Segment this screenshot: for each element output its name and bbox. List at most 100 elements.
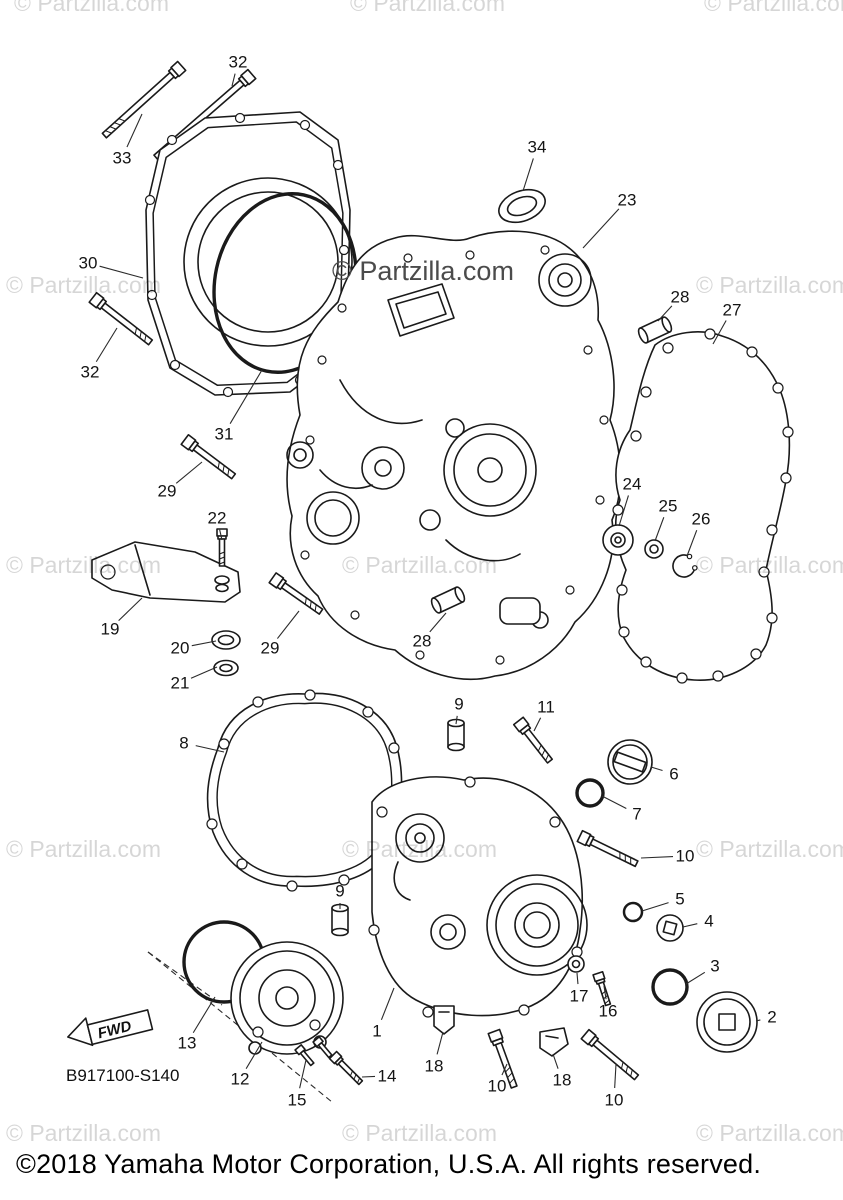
part-label: 9 xyxy=(454,695,463,714)
part-filler-cap-6 xyxy=(607,739,653,785)
part-label: 32 xyxy=(81,363,100,382)
part-label: 2 xyxy=(767,1008,776,1027)
fwd-arrow-icon: FWD xyxy=(67,1009,154,1047)
part-oring-5 xyxy=(622,901,644,923)
leader-line xyxy=(657,305,673,322)
leader-line xyxy=(361,1075,376,1078)
part-label: 25 xyxy=(659,497,678,516)
leader-line xyxy=(640,855,674,859)
part-label: 24 xyxy=(623,475,642,494)
part-round-cover-12 xyxy=(230,941,344,1055)
leader-line xyxy=(229,369,263,424)
leader-line xyxy=(522,158,534,192)
bolt-11 xyxy=(512,716,554,764)
part-oring-7 xyxy=(575,778,605,808)
part-bracket-19 xyxy=(91,541,241,603)
part-collar-28-bottom xyxy=(430,586,466,614)
bolt-10-right xyxy=(576,829,639,868)
leader-line xyxy=(576,972,579,985)
leader-line xyxy=(685,971,706,985)
leader-line xyxy=(429,612,447,633)
part-label: 22 xyxy=(208,509,227,528)
part-label: 5 xyxy=(675,890,684,909)
part-label: 31 xyxy=(215,425,234,444)
part-label: 29 xyxy=(158,482,177,501)
projection-line xyxy=(147,951,223,1006)
part-collar-28-top xyxy=(637,316,673,344)
part-oring-3 xyxy=(651,968,689,1006)
part-label: 26 xyxy=(692,510,711,529)
part-label: 21 xyxy=(171,674,190,693)
part-label: 11 xyxy=(537,698,555,717)
leader-line xyxy=(219,529,223,541)
leader-line xyxy=(654,517,665,542)
part-label: 20 xyxy=(171,639,190,658)
bolt-16 xyxy=(592,970,612,1007)
part-label: 23 xyxy=(618,191,637,210)
leader-line xyxy=(231,73,236,87)
part-label: 27 xyxy=(723,301,742,320)
part-label: 14 xyxy=(378,1067,397,1086)
part-label: 32 xyxy=(229,53,248,72)
part-holder-18-left xyxy=(433,1005,455,1035)
part-label: 6 xyxy=(669,765,678,784)
leader-line xyxy=(190,666,218,679)
part-label: 10 xyxy=(605,1091,624,1110)
leader-line xyxy=(195,745,225,753)
part-label: 29 xyxy=(261,639,280,658)
bolt-14 xyxy=(328,1050,364,1086)
leader-line xyxy=(175,461,203,484)
leader-line xyxy=(99,265,144,279)
leader-line xyxy=(686,530,698,557)
screw-15-b xyxy=(312,1036,333,1059)
part-plug-4 xyxy=(656,914,684,942)
leader-line xyxy=(192,996,216,1034)
leader-line xyxy=(299,1059,307,1089)
part-label: 4 xyxy=(704,912,713,931)
diagram-code: B917100-S140 xyxy=(66,1066,180,1085)
leader-line xyxy=(755,1019,761,1022)
part-label: 13 xyxy=(178,1034,197,1053)
bolt-29-lower xyxy=(268,572,324,615)
part-label: 18 xyxy=(553,1071,572,1090)
bolt-29-upper xyxy=(180,433,237,480)
part-label: 33 xyxy=(113,149,132,168)
bolt-10-bottom-right xyxy=(580,1028,640,1081)
leader-line xyxy=(455,715,458,725)
leader-line xyxy=(682,923,698,928)
leader-line xyxy=(650,766,663,772)
part-label: 28 xyxy=(671,288,690,307)
leader-line xyxy=(603,985,607,1000)
part-bearing-24 xyxy=(602,524,634,556)
part-collar-9-top xyxy=(447,718,465,752)
part-gasket-27 xyxy=(612,328,794,684)
leader-line xyxy=(601,795,627,810)
part-label: 7 xyxy=(632,805,641,824)
bolt-22 xyxy=(216,528,228,567)
leader-line xyxy=(712,320,727,345)
leader-line xyxy=(641,902,669,912)
leader-line xyxy=(614,1063,617,1089)
leader-line xyxy=(95,327,118,363)
leader-line xyxy=(118,597,143,622)
part-crankcase-23 xyxy=(286,230,622,680)
part-label: 8 xyxy=(179,734,188,753)
part-washer-17 xyxy=(567,955,585,973)
leader-line xyxy=(126,113,143,148)
part-label: 16 xyxy=(599,1002,618,1021)
part-circlip-26 xyxy=(672,553,698,578)
part-label: 15 xyxy=(288,1091,307,1110)
part-label: 17 xyxy=(570,987,589,1006)
part-holder-18-right xyxy=(539,1027,569,1057)
part-plug-2 xyxy=(696,991,758,1053)
part-gasket-8 xyxy=(206,689,404,892)
leader-line xyxy=(276,610,300,639)
part-washer-22 xyxy=(214,575,230,593)
part-seal-21 xyxy=(213,659,239,677)
leader-line xyxy=(436,1031,444,1055)
leader-line xyxy=(380,987,395,1021)
part-label: 12 xyxy=(231,1070,250,1089)
leader-line xyxy=(552,1053,559,1069)
